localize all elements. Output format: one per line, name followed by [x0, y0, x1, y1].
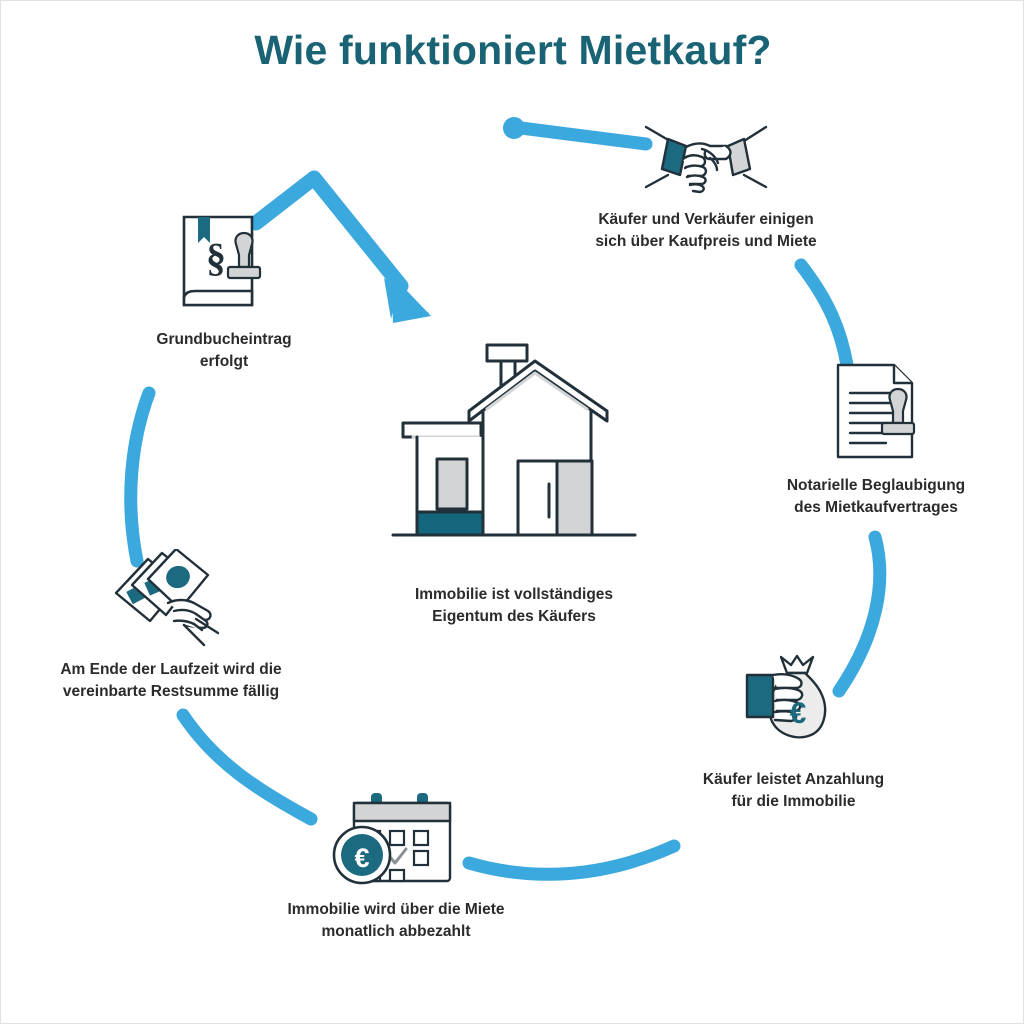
calendar-euro-coin-icon-holder: € — [246, 791, 546, 887]
euro-symbol: € — [789, 697, 806, 730]
step-handshake: Käufer und Verkäufer einigen sich über K… — [546, 119, 866, 253]
page-title: Wie funktioniert Mietkauf? — [254, 27, 772, 73]
handshake-icon-holder — [546, 119, 866, 197]
law-book-stamp-icon-holder: § — [89, 213, 359, 321]
step-anzahlung-caption: Käufer leistet Anzahlung für die Immobil… — [702, 771, 885, 810]
step-anzahlung: € Käufer leistet Anzahlung für die Immob… — [646, 651, 941, 813]
paragraph-symbol: § — [206, 235, 226, 280]
step-kalender-caption: Immobilie wird über die Miete monatlich … — [287, 901, 505, 940]
hand-banknotes-icon — [114, 549, 220, 647]
start-dot — [503, 117, 525, 139]
bookmark-icon — [198, 217, 210, 243]
step-notar: Notarielle Beglaubigung des Mietkaufvert… — [736, 361, 1016, 519]
arc-notar-anzahlung — [832, 530, 887, 698]
step-kalender: € Immobilie wird über die Miete monatlic… — [246, 791, 546, 943]
check-icon — [388, 847, 408, 865]
handshake-icon — [644, 125, 768, 194]
house-icon-holder — [369, 339, 659, 574]
calendar-euro-coin-icon: € — [332, 793, 452, 885]
document-stamp-icon-holder — [736, 361, 1016, 461]
arrow-to-house — [248, 170, 431, 323]
house-icon — [391, 343, 637, 537]
arc-handshake-notar — [794, 258, 854, 372]
center-house: Immobilie ist vollständiges Eigentum des… — [369, 339, 659, 628]
hand-money-bag-icon-holder: € — [646, 651, 941, 759]
document-stamp-icon — [836, 363, 916, 459]
center-house-caption: Immobilie ist vollständiges Eigentum des… — [414, 586, 614, 625]
law-book-stamp-icon: § — [182, 215, 262, 307]
start-line — [514, 121, 653, 151]
hand-money-bag-icon: € — [745, 654, 826, 739]
step-grundbuch: § Grundbucheintrag erfolgt — [89, 213, 359, 373]
step-handshake-caption: Käufer und Verkäufer einigen sich über K… — [595, 211, 817, 250]
arc-anzahlung-kalender — [462, 839, 681, 881]
coin-inner — [341, 834, 383, 876]
step-grundbuch-caption: Grundbucheintrag erfolgt — [156, 331, 292, 370]
arc-restsumme-grundbuch — [124, 386, 156, 568]
step-restsumme-caption: Am Ende der Laufzeit wird die vereinbart… — [60, 661, 282, 700]
step-notar-caption: Notarielle Beglaubigung des Mietkaufvert… — [786, 477, 966, 516]
step-restsumme: Am Ende der Laufzeit wird die vereinbart… — [11, 549, 331, 703]
arc-kalender-restsumme — [176, 708, 318, 826]
euro-symbol: € — [354, 843, 369, 873]
hand-banknotes-icon-holder — [11, 549, 331, 649]
